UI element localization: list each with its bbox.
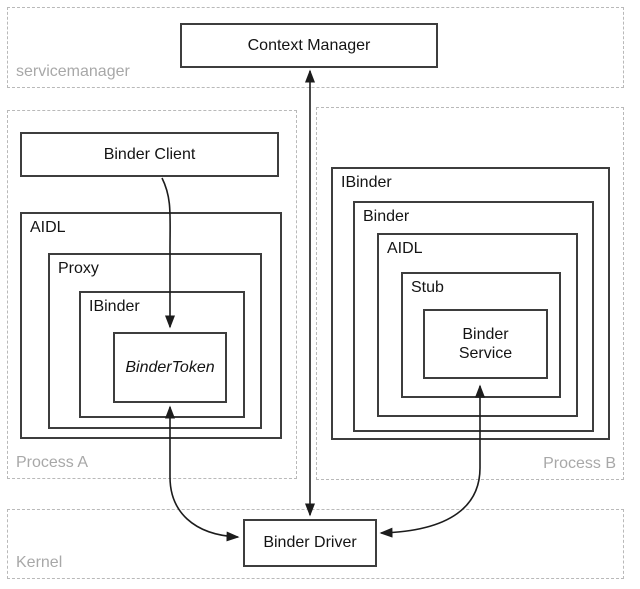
binder-service-label-line2: Service bbox=[458, 345, 513, 362]
aidl-label-process-a: AIDL bbox=[30, 219, 66, 236]
binder-token-label: BinderToken bbox=[125, 358, 215, 376]
region-label-process-a: Process A bbox=[16, 454, 89, 471]
aidl-label-process-b: AIDL bbox=[387, 240, 423, 257]
context-manager-box: Context Manager bbox=[180, 23, 438, 68]
ibinder-label-process-a: IBinder bbox=[89, 298, 140, 315]
region-kernel: Kernel bbox=[7, 509, 624, 579]
binder-client-box: Binder Client bbox=[20, 132, 279, 177]
region-label-kernel: Kernel bbox=[16, 554, 63, 571]
binder-client-label: Binder Client bbox=[103, 145, 196, 163]
binder-service-label-line1: Binder bbox=[462, 325, 509, 343]
binder-driver-label: Binder Driver bbox=[263, 534, 357, 552]
region-label-servicemanager: servicemanager bbox=[16, 63, 130, 80]
region-label-process-b: Process B bbox=[543, 455, 616, 472]
region-servicemanager: servicemanager bbox=[7, 7, 624, 88]
ibinder-label-process-b: IBinder bbox=[341, 174, 392, 191]
binder-token-box: BinderToken bbox=[113, 332, 227, 403]
proxy-label: Proxy bbox=[58, 260, 99, 277]
binder-label-process-b: Binder bbox=[363, 208, 410, 225]
binder-driver-box: Binder Driver bbox=[243, 519, 377, 567]
stub-label: Stub bbox=[411, 279, 444, 296]
region-process-a: Process A bbox=[7, 110, 297, 479]
binder-service-box: Binder Service bbox=[423, 309, 548, 379]
context-manager-label: Context Manager bbox=[247, 36, 371, 54]
